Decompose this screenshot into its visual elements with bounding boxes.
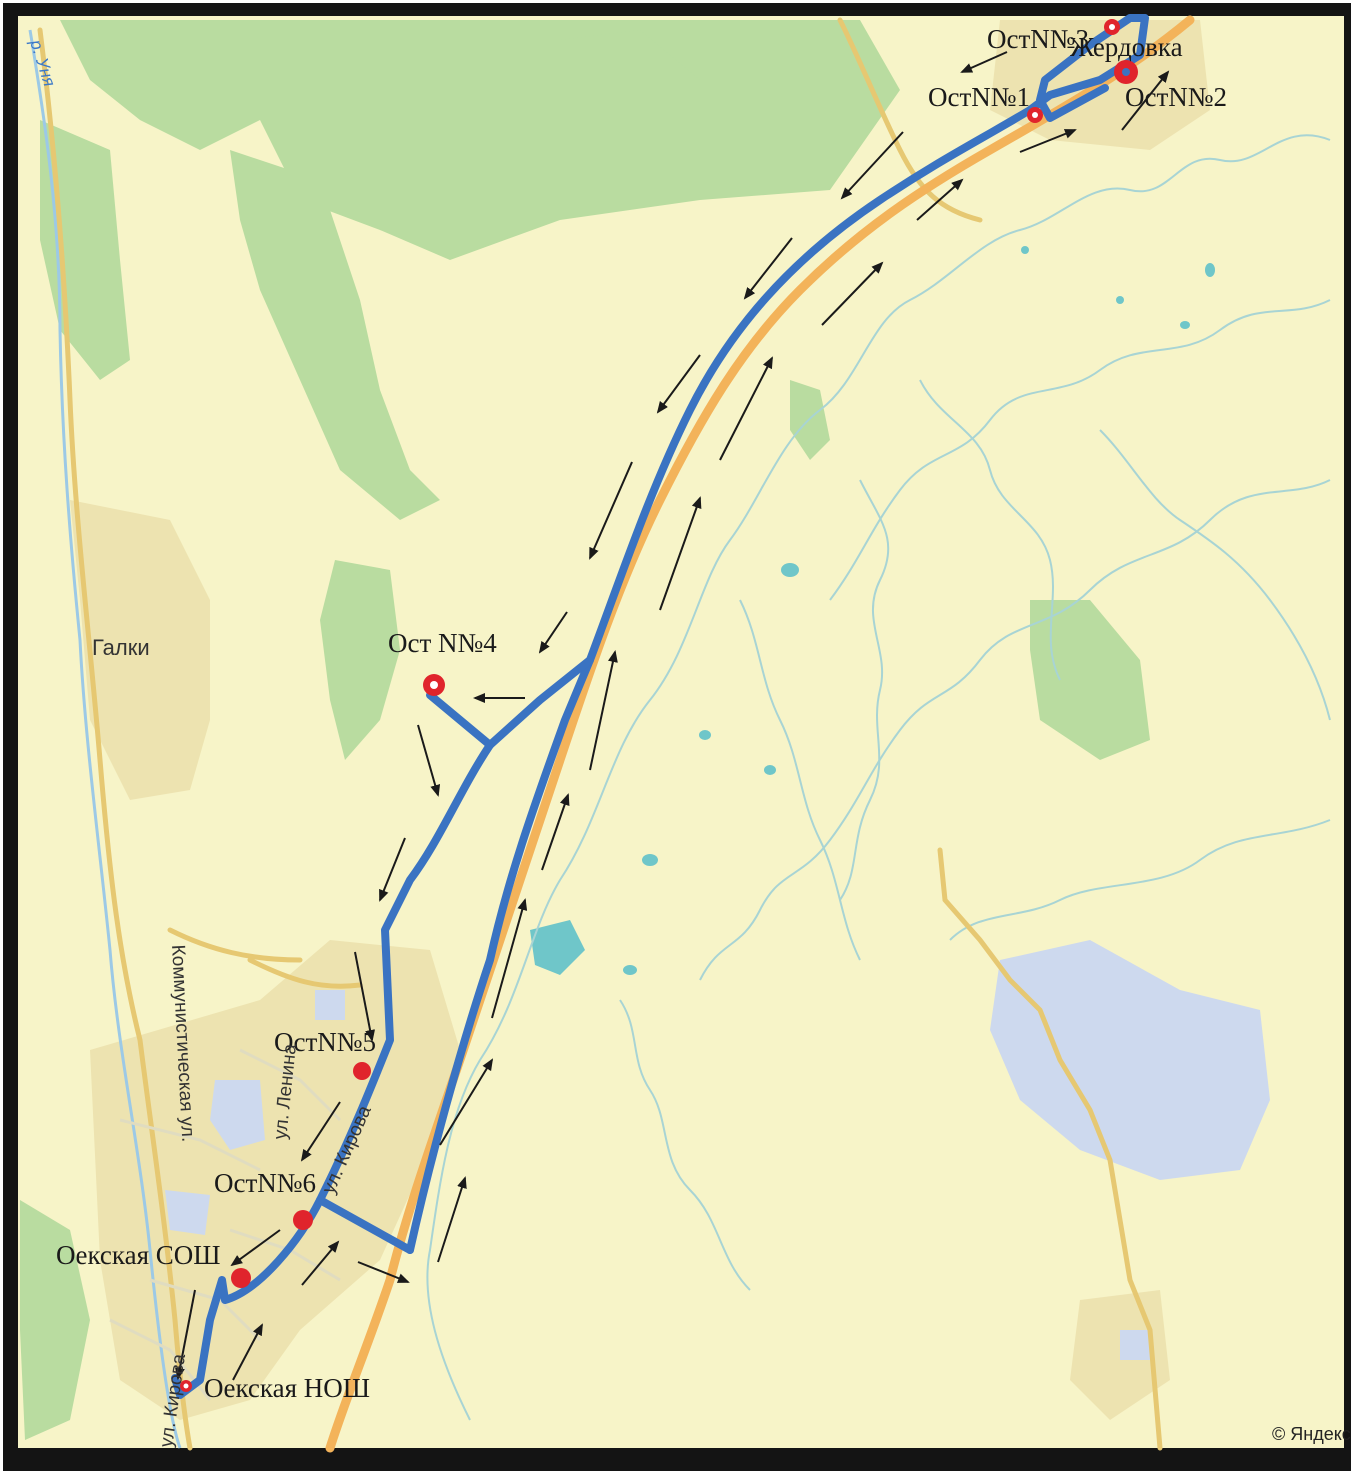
label-ost3: ОстN№3	[987, 24, 1089, 54]
arrow	[230, 1229, 281, 1267]
arrow	[174, 1289, 196, 1380]
label-oek-sosh: Оекская СОШ	[56, 1240, 221, 1270]
stop-marker-ost2[interactable]	[1114, 60, 1138, 84]
arrow	[589, 650, 618, 771]
arrow	[589, 461, 633, 560]
settlement-galki	[70, 500, 210, 800]
label-ost1: ОстN№1	[928, 82, 1030, 112]
forest-right-patch	[1030, 600, 1150, 760]
lake-large	[990, 940, 1270, 1180]
forest-ridge	[230, 150, 440, 520]
arrow	[743, 237, 793, 300]
streams	[426, 134, 1331, 1421]
stop-marker-ost3[interactable]	[1104, 19, 1120, 35]
arrow	[232, 1323, 263, 1381]
stop-marker-ost4[interactable]	[423, 674, 445, 696]
stop-marker-ost1[interactable]	[1027, 107, 1043, 123]
arrow	[538, 611, 568, 654]
map-copyright: © Яндекс	[1272, 1424, 1351, 1444]
arrow	[916, 178, 964, 221]
stop-markers	[180, 19, 1138, 1392]
arrow	[960, 51, 1008, 73]
arrow	[1019, 129, 1077, 153]
road-oek-1	[247, 957, 363, 989]
stop-marker-nosh[interactable]	[180, 1380, 192, 1392]
arrow	[301, 1240, 340, 1286]
label-ost6: ОстN№6	[214, 1168, 316, 1198]
arrow	[379, 837, 406, 902]
forest-bottom-left	[20, 1200, 90, 1440]
arrow	[659, 496, 702, 611]
forest-left-band	[40, 120, 130, 380]
direction-arrows	[174, 51, 1170, 1381]
route-village-branch	[171, 741, 494, 1399]
arrow	[417, 724, 441, 797]
forest-areas	[20, 20, 1150, 1440]
route-link-bottom	[316, 1196, 414, 1254]
label-village-galki: Галки	[92, 635, 150, 660]
road-oek-2	[167, 927, 303, 963]
arrow	[656, 354, 701, 414]
label-ost4: Ост N№4	[388, 628, 497, 658]
route-main-line	[406, 14, 1149, 1254]
arrow	[719, 356, 773, 461]
lake-oek	[210, 1080, 265, 1150]
minor-roads	[37, 17, 1163, 1451]
lake-small-1	[315, 990, 345, 1020]
arrow	[840, 131, 904, 200]
forest-small	[790, 380, 830, 460]
lake-right	[1120, 1330, 1150, 1360]
stop-marker-ost5[interactable]	[353, 1062, 371, 1080]
arrow	[357, 1261, 410, 1283]
label-oek-nosh: Оекская НОШ	[204, 1373, 370, 1403]
arrow	[821, 261, 884, 326]
arrow	[437, 1176, 467, 1263]
settlement-oek	[90, 940, 460, 1420]
river-unya	[28, 29, 182, 1449]
bus-route	[171, 14, 1149, 1399]
arrow	[439, 1058, 494, 1146]
route-spur-ost4	[426, 656, 594, 749]
water-bodies	[165, 940, 1270, 1360]
arrow	[354, 951, 376, 1042]
road-top	[837, 17, 983, 223]
stop-marker-ost6[interactable]	[293, 1210, 313, 1230]
road-galki	[37, 27, 193, 1451]
arrow	[300, 1101, 341, 1162]
label-village-zherdovka: Жердовка	[1070, 32, 1183, 62]
forest-top-patch	[560, 30, 700, 130]
arrow	[491, 898, 528, 1019]
road-right	[937, 847, 1163, 1451]
ponds	[530, 246, 1215, 975]
lake-oek-2	[165, 1190, 210, 1235]
arrow	[541, 793, 570, 871]
forest-mid	[320, 560, 400, 760]
label-ost2: ОстN№2	[1125, 82, 1227, 112]
label-ost5: ОстN№5	[274, 1027, 376, 1057]
stop-marker-sosh[interactable]	[231, 1268, 251, 1288]
arrow	[1121, 70, 1170, 131]
